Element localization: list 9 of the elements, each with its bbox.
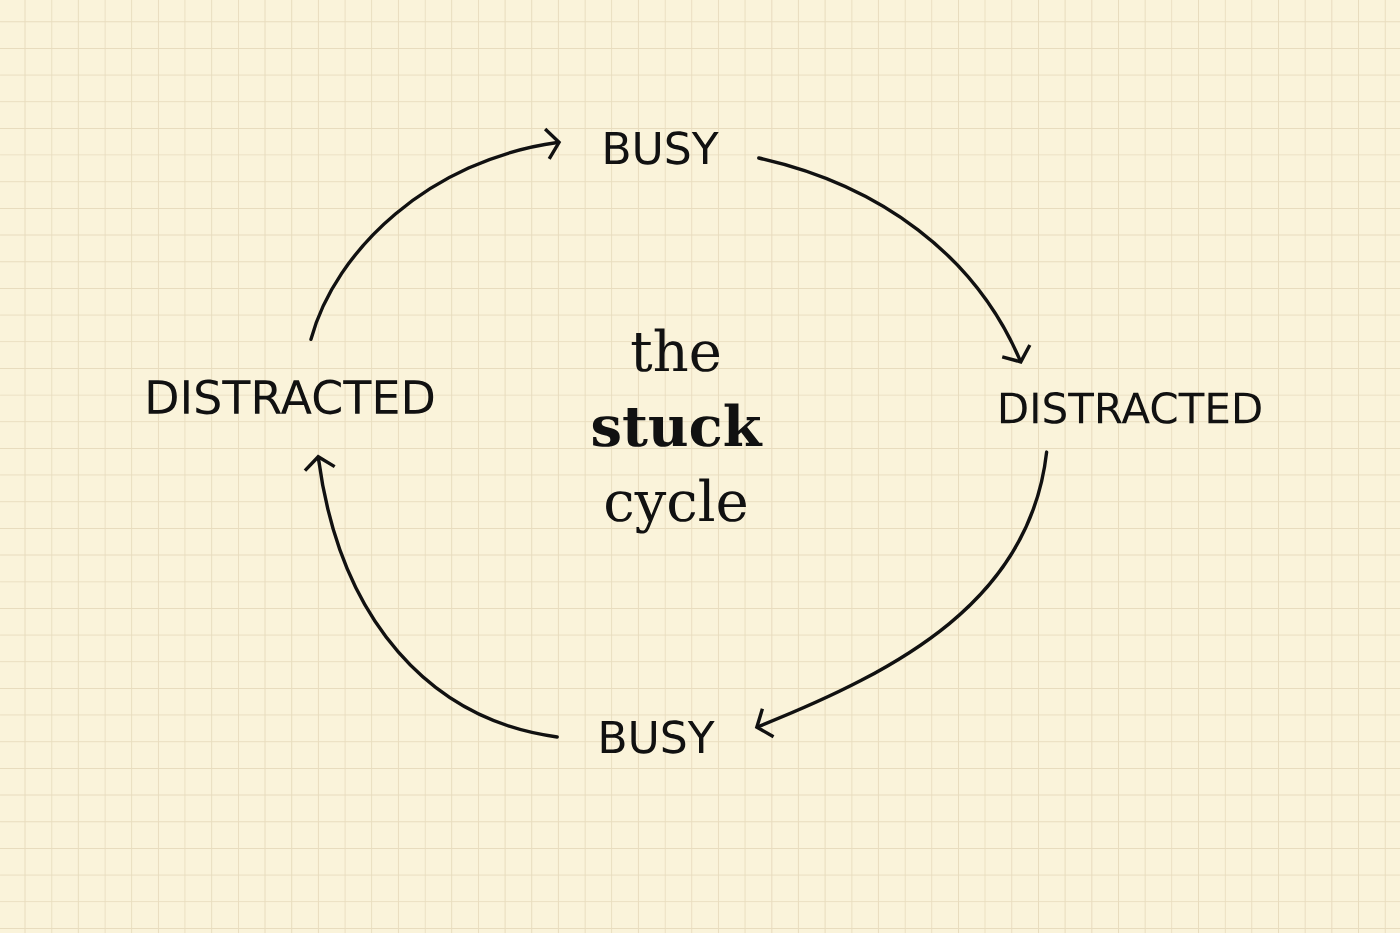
handwritten-label: DISTRACTED <box>1000 392 1261 424</box>
curved-arrow <box>754 450 1049 739</box>
title-text: the stuck cycle <box>592 328 763 534</box>
handwritten-label: BUSY <box>601 720 715 754</box>
curved-arrow <box>757 156 1032 364</box>
curved-arrow <box>303 454 559 739</box>
handwritten-label: DISTRACTED <box>148 379 434 415</box>
curved-arrow <box>309 127 562 342</box>
handwritten-label: BUSY <box>605 131 719 165</box>
